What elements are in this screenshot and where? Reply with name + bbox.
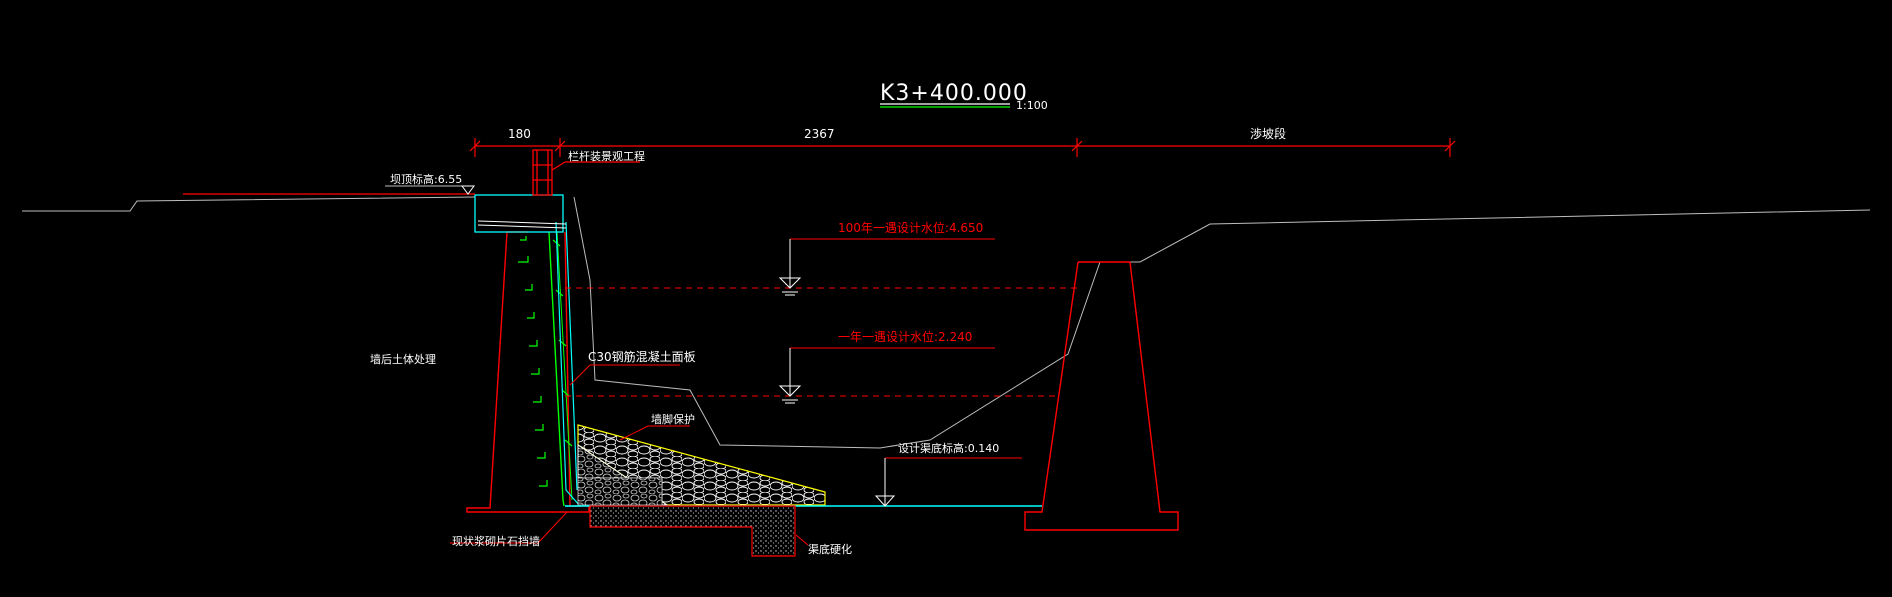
toe-protection-label: 墙脚保护 [651,412,695,426]
existing-channel-profile [573,196,1871,449]
dimension-chain [469,138,1456,157]
toe-protection-gabion [577,424,826,506]
left-ground-line [22,196,476,212]
panel-outline-inner [565,221,578,491]
panel-rebar-line-2 [556,231,573,501]
step-mark-4 [527,312,535,319]
dimension-wall-width: 180 [508,127,531,141]
toe-leader-diag [619,425,649,441]
bed-hardening-leader [795,534,809,546]
crest-cap-line [477,220,567,225]
dimension-right-segment: 渉坡段 [1250,126,1286,141]
step-mark-1 [520,236,527,241]
crest-cap-line-2 [477,224,567,229]
dimension-slash-2 [554,140,566,152]
crest-elevation-label: 坝顶标高:6.55 [390,172,462,186]
rubble-wall-label: 现状浆砌片石挡墙 [452,534,540,548]
railing-label: 栏杆装景观工程 [568,149,645,163]
c30-panel-leader [569,364,680,386]
step-mark-8 [535,424,544,431]
dimension-slash-4 [1444,140,1456,152]
crest-cap-rect [474,194,564,233]
step-mark-6 [531,368,540,375]
crest-elevation-marker [183,185,475,195]
rebar-mark-2 [555,289,564,297]
step-mark-5 [529,340,538,347]
c30-panel-label: C30钢筋混凝土面板 [588,349,696,364]
railing [532,149,640,196]
dimension-channel-width: 2367 [804,127,835,141]
rubble-fill-lower [577,477,663,506]
flood-100yr-label: 100年一遇设计水位:4.650 [838,220,983,235]
title-block: K3+400.000 1:100 [880,81,1048,112]
title-scale: 1:100 [1016,99,1048,112]
step-mark-2 [518,256,529,263]
design-bed-label: 设计渠底标高:0.140 [898,441,999,455]
foundation-slab [589,505,796,557]
right-retaining-wall [1024,261,1179,531]
bed-hardening-label: 渠底硬化 [808,542,852,556]
c30-leader-diag [569,364,591,386]
right-wall-outline [1024,261,1179,531]
crest-level-triangle [461,185,475,195]
railing-leader [551,161,566,171]
rebar-mark-4 [561,389,570,397]
triangle-100yr [778,277,802,289]
ground-profile [22,196,1871,449]
dimension-slash-3 [1071,140,1083,152]
c30-face-panel [548,221,582,507]
step-mark-7 [533,396,542,403]
step-mark-10 [539,480,548,487]
flood-level-1yr [565,347,1060,404]
panel-rebar-line [548,231,565,507]
wall-crest-cap [474,194,567,233]
backfill-label: 墙后土体处理 [370,352,436,366]
railing-post [532,149,553,196]
step-mark-9 [537,452,546,459]
dimension-slash-1 [469,140,481,152]
flood-level-100yr [565,238,1077,296]
bed-hardening-foundation [589,505,809,557]
title-station: K3+400.000 [880,81,1028,106]
rubble-wall-leader [450,511,568,544]
triangle-1yr [778,385,802,397]
design-bed-marker [874,457,1022,507]
step-mark-3 [525,284,533,291]
rubble-leader-diag [537,511,568,544]
flood-1yr-label: 一年一遇设计水位:2.240 [838,329,972,344]
bed-triangle [874,495,896,507]
